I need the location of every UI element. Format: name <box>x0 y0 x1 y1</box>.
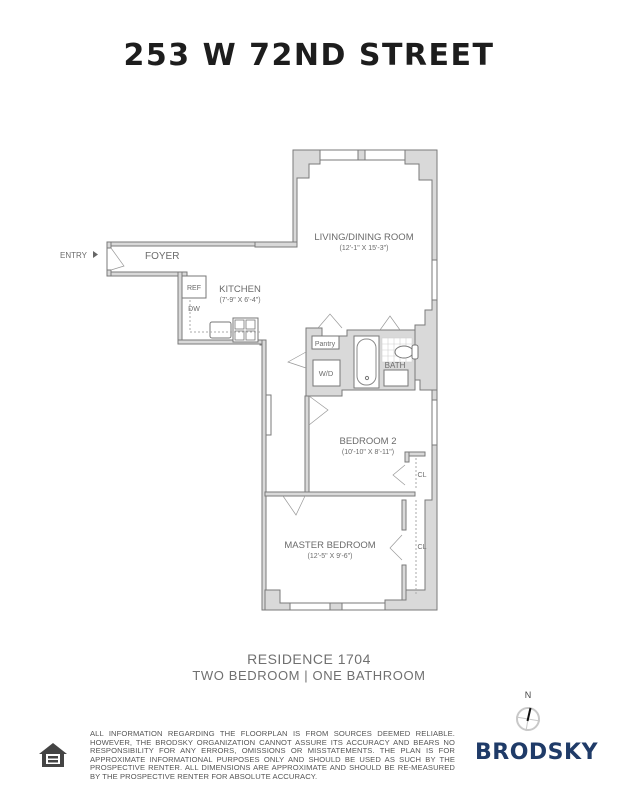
room-kitchen-dims: (7'-9" X 6'-4") <box>219 297 260 304</box>
equal-housing-icon <box>39 743 67 767</box>
disclaimer-text: ALL INFORMATION REGARDING THE FLOORPLAN … <box>90 729 455 781</box>
entry-label: ENTRY <box>60 251 88 260</box>
room-foyer: FOYER <box>145 251 179 262</box>
room-bedroom2: BEDROOM 2 <box>339 436 396 447</box>
closet-1: CL <box>418 472 427 479</box>
room-kitchen: KITCHEN <box>219 284 261 295</box>
page-title: 253 W 72ND STREET <box>123 38 495 73</box>
room-living-dims: (12'-1" X 15'-3") <box>340 245 389 252</box>
residence-name: RESIDENCE 1704 <box>247 651 371 667</box>
fixture-ref: REF <box>187 285 201 292</box>
compass-north-label: N <box>525 690 532 700</box>
room-living: LIVING/DINING ROOM <box>314 232 413 243</box>
fixture-wd: W/D <box>319 369 334 378</box>
floorplan: ENTRY FOYER LIVING/DINING ROOM (12'-1" X… <box>60 149 438 611</box>
room-bath: BATH <box>385 361 406 370</box>
closet-2: CL <box>418 544 427 551</box>
room-master: MASTER BEDROOM <box>284 540 375 551</box>
fixture-dw: DW <box>188 306 200 313</box>
brand-logo: BRODSKY <box>475 740 598 765</box>
fixture-pantry: Pantry <box>315 341 336 348</box>
room-master-dims: (12'-5" X 9'-6") <box>308 553 353 560</box>
entry-arrow-icon <box>93 251 98 258</box>
compass-icon: N <box>515 690 541 732</box>
room-bedroom2-dims: (10'-10" X 8'-11") <box>342 449 394 456</box>
residence-layout: TWO BEDROOM | ONE BATHROOM <box>192 668 426 683</box>
